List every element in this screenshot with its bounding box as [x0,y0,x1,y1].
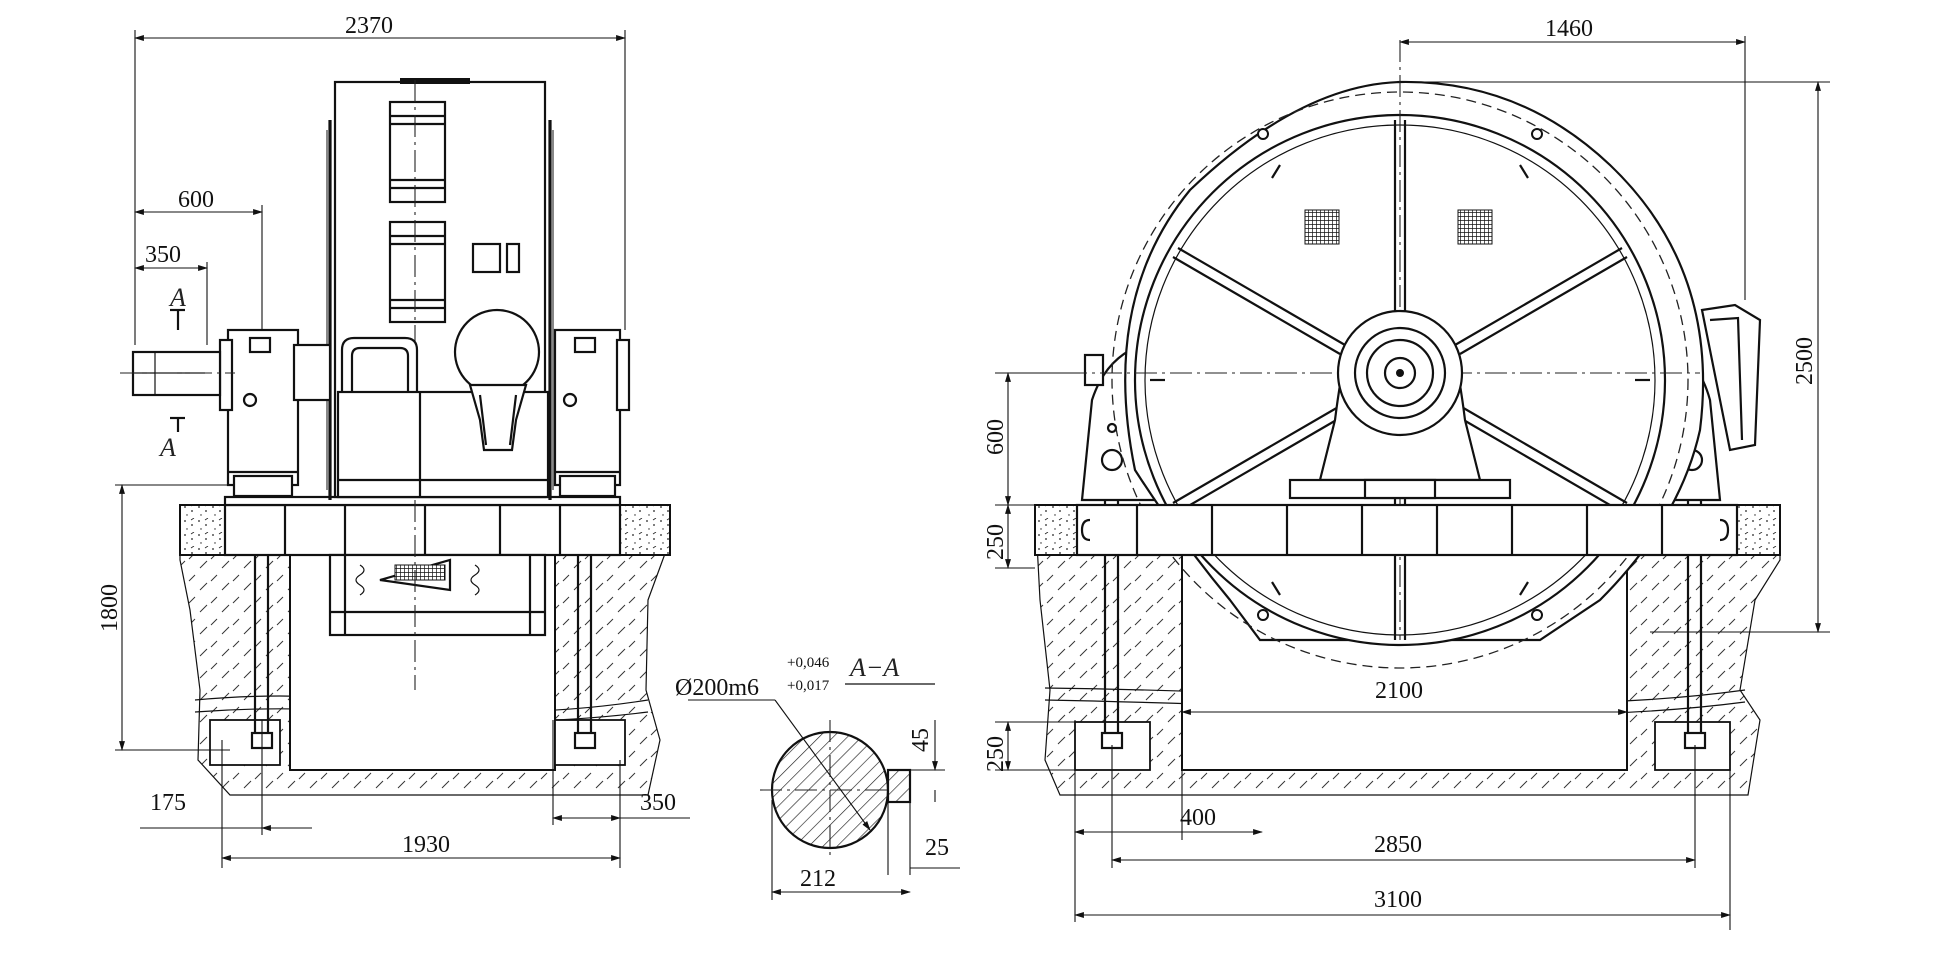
left-shaft [120,350,235,397]
section-marker: A A [158,283,186,462]
left-bearing-left [218,328,332,498]
right-base-frame [1075,503,1739,557]
left-view: A A 2370 600 350 1800 175 [97,13,690,868]
section-dim-45: 45 [908,728,934,752]
section-marker-top: A [168,283,186,312]
dim-3100: 3100 [1374,887,1422,913]
section-marker-bottom: A [158,433,176,462]
dim-2850: 2850 [1374,832,1422,858]
right-view: 1460 2500 600 250 250 2100 400 [983,16,1830,930]
left-motor-housing [326,78,554,690]
right-dimensions: 1460 2500 600 250 250 2100 400 [983,16,1830,930]
dim-250-bottom: 250 [983,736,1009,772]
dim-350-bottom: 350 [640,790,676,816]
left-base-frame [223,495,622,557]
dim-250-top: 250 [983,524,1009,560]
left-bearing-right [553,328,631,498]
left-lower-cage [328,553,547,637]
dim-2500: 2500 [1792,337,1818,385]
dim-1460: 1460 [1545,16,1593,42]
section-view: Ø200m6 +0,046 +0,017 A−A 45 25 212 [675,653,960,900]
dim-2100: 2100 [1375,678,1423,704]
dim-1800: 1800 [97,584,123,632]
dim-2370: 2370 [345,13,393,39]
dim-600-left: 600 [178,187,214,213]
section-tol-upper: +0,046 [787,655,830,671]
section-dim-212: 212 [800,866,836,892]
dim-175: 175 [150,790,186,816]
dim-400: 400 [1180,805,1216,831]
left-dimensions: 2370 600 350 1800 175 1930 350 [97,13,690,868]
section-title: A−A [848,653,899,682]
section-diameter: Ø200m6 [675,675,759,701]
section-dim-25: 25 [925,835,949,861]
section-tol-lower: +0,017 [787,678,830,694]
dim-1930: 1930 [402,832,450,858]
dim-350-left: 350 [145,242,181,268]
dim-600-right: 600 [983,419,1009,455]
